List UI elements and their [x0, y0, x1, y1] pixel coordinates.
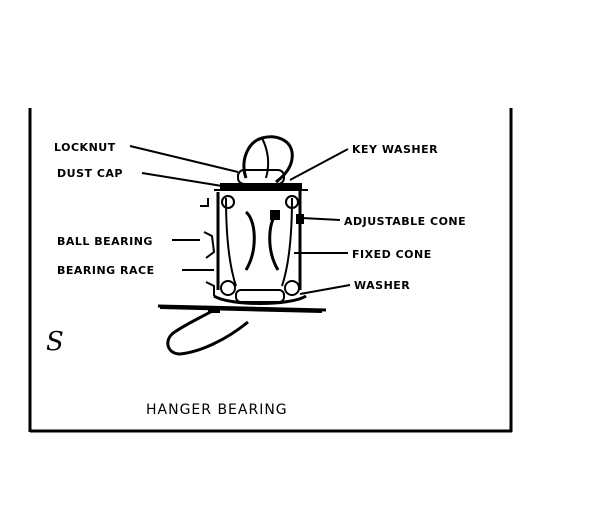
figure-caption: HANGER BEARING: [146, 402, 288, 418]
corner-mark: S: [46, 327, 64, 357]
label-adjustable-cone: ADJUSTABLE CONE: [344, 215, 466, 228]
figure-frame: [28, 108, 513, 433]
bearing-assembly: [157, 135, 327, 356]
label-dust-cap: DUST CAP: [57, 167, 123, 180]
label-bearing-race: BEARING RACE: [57, 264, 155, 277]
label-fixed-cone: FIXED CONE: [352, 248, 432, 261]
label-locknut: LOCKNUT: [54, 141, 116, 154]
ball-bottom-right: [284, 280, 300, 296]
leader-lines: [129, 145, 351, 295]
fixed-cone-shape: [244, 210, 256, 271]
ball-top-right: [285, 195, 299, 209]
key-washer-shape: [220, 183, 302, 191]
bearing-race-shape: [213, 294, 307, 305]
ball-bottom-left: [220, 280, 236, 296]
ball-top-left: [221, 195, 235, 209]
washer-plate: [157, 304, 327, 312]
label-ball-bearing: BALL BEARING: [57, 235, 153, 248]
crank-arm: [166, 308, 249, 356]
housing: [216, 190, 302, 290]
hanger-rod: [242, 135, 294, 184]
label-washer: WASHER: [354, 279, 410, 292]
label-key-washer: KEY WASHER: [352, 143, 438, 156]
